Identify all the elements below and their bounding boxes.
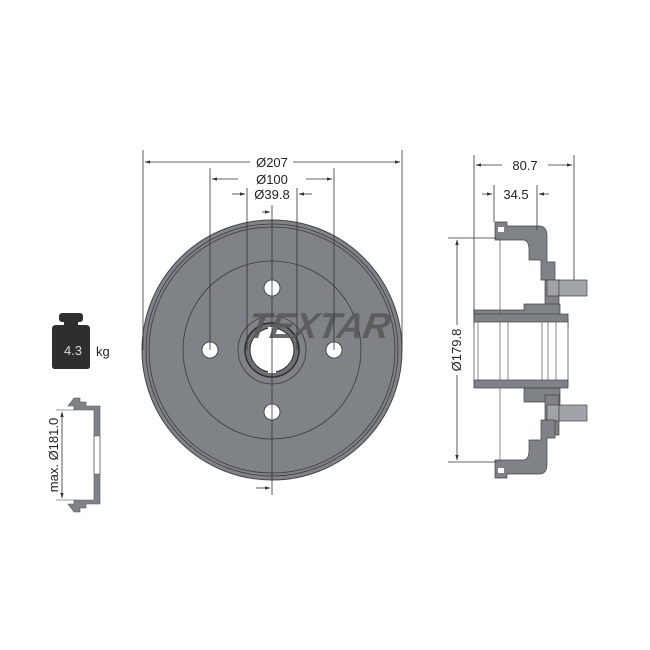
dim-inner-diameter: Ø179.8 [449, 329, 464, 372]
weight-badge: 4.3 kg [52, 313, 110, 369]
weight-icon [52, 313, 90, 369]
dim-hub-width: 34.5 [503, 187, 528, 202]
side-view: 80.7 34.5 Ø179.8 [447, 155, 588, 479]
dim-center-bore: Ø39.8 [254, 187, 289, 202]
max-diameter-section: max. Ø181.0 [46, 397, 101, 513]
dim-max-diameter: max. Ø181.0 [46, 418, 61, 492]
textar-logo: TEXTAR [245, 305, 393, 346]
weight-value: 4.3 [64, 343, 82, 358]
dim-outer-diameter: Ø207 [256, 155, 288, 170]
dim-total-width: 80.7 [512, 158, 537, 173]
front-view: TEXTAR Ø207 Ø100 Ø39.8 [141, 150, 403, 495]
extension-lines [142, 150, 403, 495]
dim-bolt-circle: Ø100 [256, 172, 288, 187]
weight-unit: kg [96, 344, 110, 359]
